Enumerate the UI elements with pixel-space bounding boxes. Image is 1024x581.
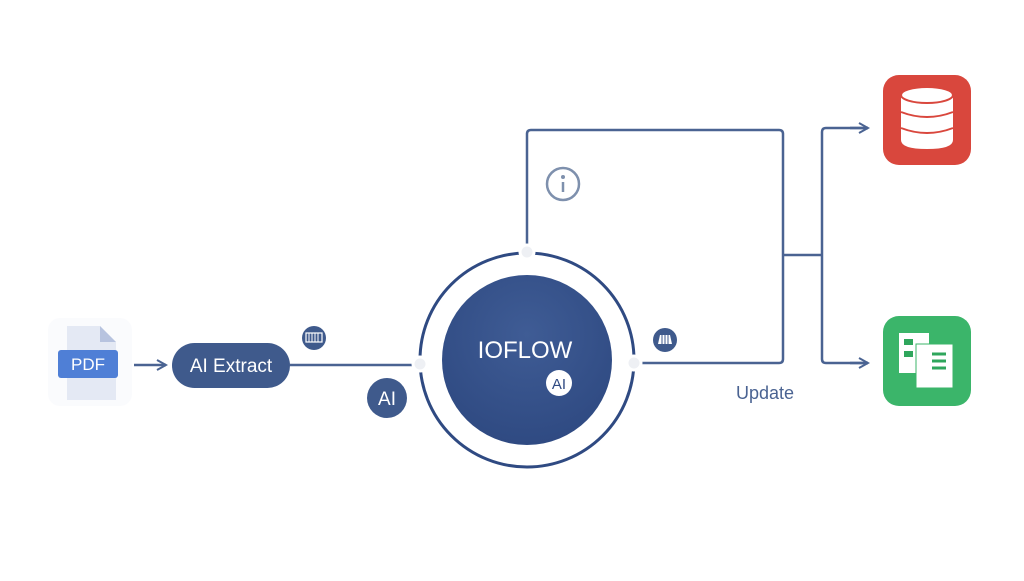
ai-extract-node[interactable]: AI Extract bbox=[172, 343, 290, 388]
ai-badge: AI bbox=[367, 378, 407, 418]
hub-ai-badge: AI bbox=[552, 376, 566, 393]
pdf-file-icon[interactable]: PDF bbox=[48, 318, 132, 406]
pdf-label: PDF bbox=[71, 355, 105, 374]
port-left bbox=[411, 355, 429, 373]
spreadsheet-icon[interactable] bbox=[883, 316, 971, 406]
info-icon[interactable] bbox=[545, 166, 581, 202]
database-rack-icon bbox=[302, 326, 326, 350]
update-label: Update bbox=[736, 383, 794, 403]
database-rack-icon bbox=[653, 328, 677, 352]
loop-box bbox=[525, 128, 785, 365]
splitter bbox=[820, 126, 868, 365]
ioflow-hub[interactable]: IOFLOW AI bbox=[411, 243, 643, 469]
connector-lines bbox=[134, 128, 868, 365]
ai-badge-label: AI bbox=[378, 389, 396, 410]
port-top bbox=[518, 243, 536, 261]
hub-title: IOFLOW bbox=[478, 337, 573, 364]
ai-extract-label: AI Extract bbox=[190, 356, 273, 377]
database-icon[interactable] bbox=[883, 75, 971, 165]
port-right bbox=[625, 354, 643, 372]
